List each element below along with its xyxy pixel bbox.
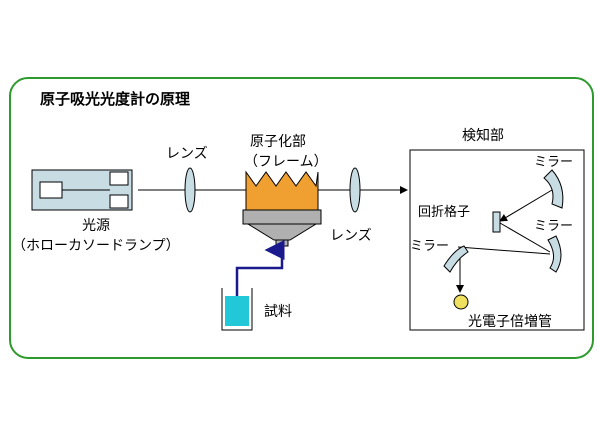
sample-beaker (221, 288, 253, 331)
atomizer-label-line1: 原子化部 (250, 134, 306, 150)
mirror-left (443, 245, 469, 273)
photomultiplier-bulb (453, 294, 469, 310)
diagram-title: 原子吸光光度計の原理 (40, 90, 190, 108)
beam-to-right-mirror (499, 222, 551, 253)
mirror-right-label: ミラー (534, 219, 573, 234)
pmt-label: 光電子倍増管 (468, 314, 552, 330)
mirror-top (543, 169, 564, 209)
lens-right-label: レンズ (330, 228, 372, 244)
detector-label: 検知部 (462, 127, 504, 144)
lamp-label-line1: 光源 (82, 218, 110, 234)
hollow-cathode-lamp (31, 169, 133, 211)
lens-left (184, 167, 196, 213)
detector-box (409, 149, 585, 331)
sample-feed-tube (235, 240, 285, 305)
beam-to-grating (499, 189, 553, 222)
mirror-top-label: ミラー (534, 155, 573, 170)
burner (242, 209, 322, 247)
flame (245, 170, 319, 211)
beam-to-left-mirror (457, 246, 551, 255)
lens-right (349, 167, 361, 213)
grating-label: 回折格子 (418, 204, 470, 220)
atomizer-label-line2: （フレーム） (244, 154, 328, 170)
mirror-right (547, 235, 562, 273)
lamp-label-line2: （ホローカソードランプ） (12, 238, 180, 254)
sample-label: 試料 (264, 304, 292, 320)
lens-left-label: レンズ (166, 146, 208, 162)
diffraction-grating (492, 211, 501, 233)
mirror-left-label: ミラー (410, 239, 449, 254)
